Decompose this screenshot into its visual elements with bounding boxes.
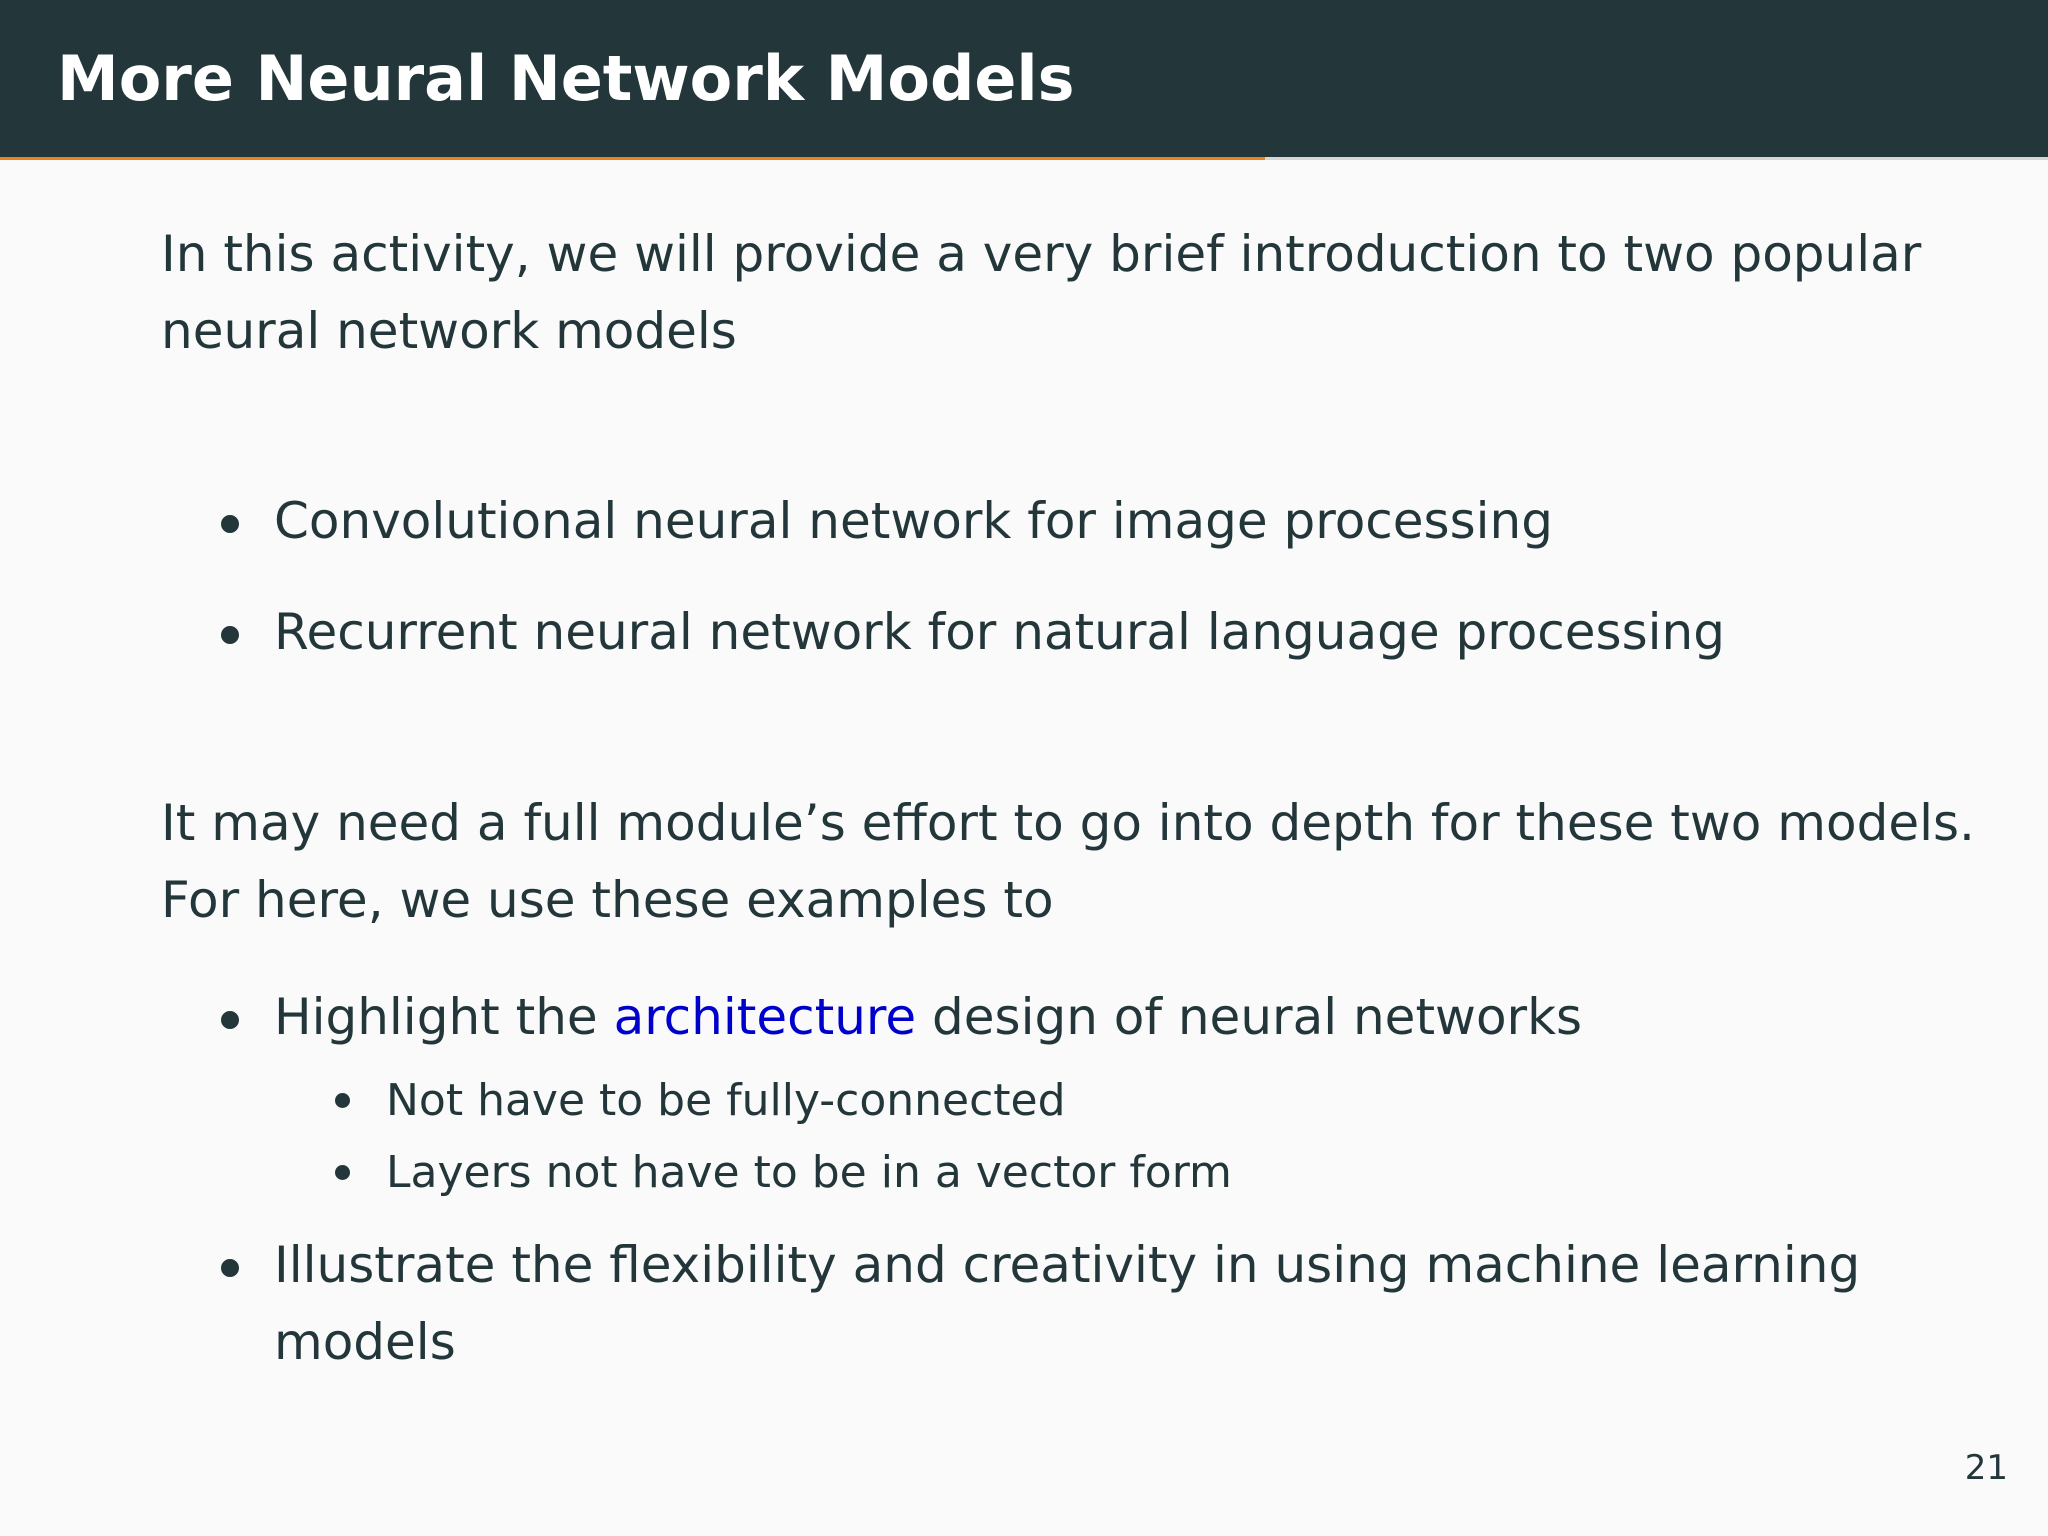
goal-item-illustrate-line-2: models	[274, 1313, 456, 1371]
bullet-icon	[221, 626, 239, 644]
sub-item-fully-connected: Not have to be fully-connected	[386, 1075, 1066, 1126]
slide-header: More Neural Network Models	[0, 0, 2048, 157]
bullet-icon	[221, 1011, 239, 1029]
goal-item-illustrate-line-1: Illustrate the flexibility and creativit…	[274, 1236, 1861, 1294]
slide-title: More Neural Network Models	[57, 42, 1075, 115]
bullet-icon	[221, 515, 239, 533]
sub-bullet-icon	[335, 1165, 350, 1180]
sub-item-vector-form: Layers not have to be in a vector form	[386, 1147, 1232, 1198]
effort-line-1: It may need a full module’s effort to go…	[161, 794, 1975, 852]
goal-highlight-suffix: design of neural networks	[916, 988, 1583, 1046]
intro-line-2: neural network models	[161, 302, 737, 360]
intro-line-1: In this activity, we will provide a very…	[161, 225, 1922, 283]
effort-line-2: For here, we use these examples to	[161, 871, 1054, 929]
header-rule-remainder	[1265, 157, 2048, 160]
goal-highlight-prefix: Highlight the	[274, 988, 614, 1046]
model-item-rnn: Recurrent neural network for natural lan…	[274, 603, 1725, 661]
header-progress-rule	[0, 157, 1265, 160]
page-number: 21	[1964, 1448, 2008, 1488]
sub-bullet-icon	[335, 1093, 350, 1108]
goal-item-highlight: Highlight the architecture design of neu…	[274, 979, 1582, 1056]
architecture-link[interactable]: architecture	[613, 988, 917, 1046]
bullet-icon	[221, 1259, 239, 1277]
model-item-cnn: Convolutional neural network for image p…	[274, 492, 1553, 550]
